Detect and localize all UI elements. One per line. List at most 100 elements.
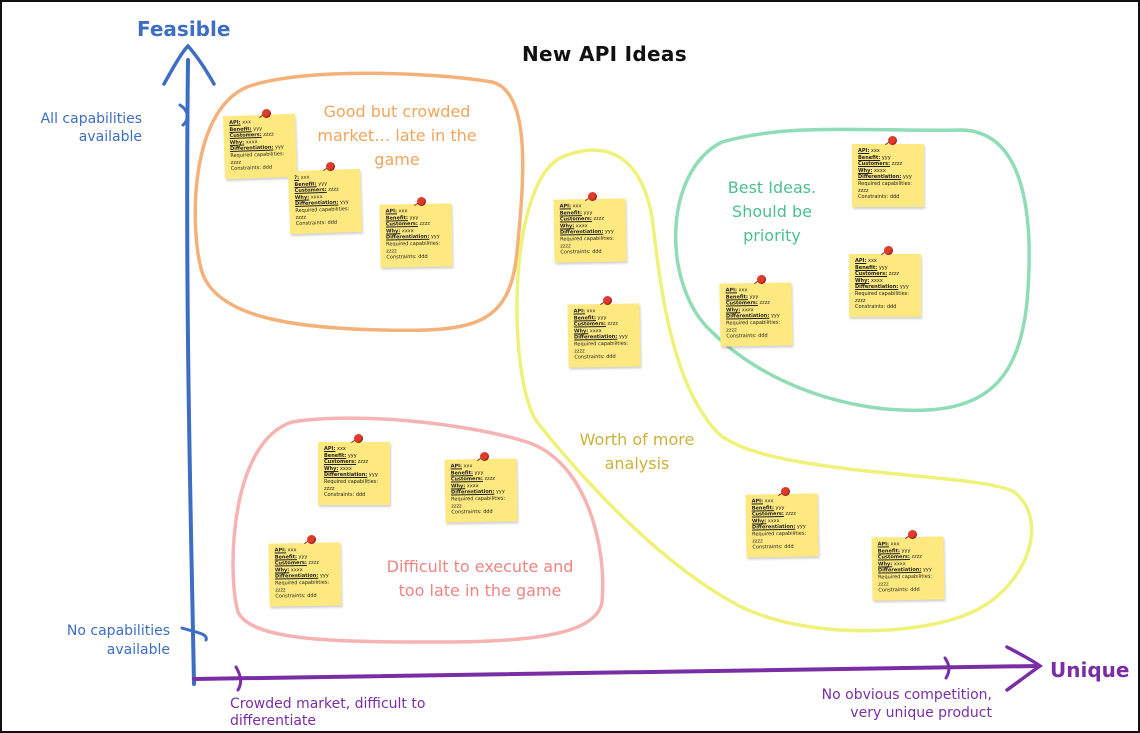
sticky-note[interactable]: API: xxx Benefit: yyy Customers: zzzz Wh… [318, 442, 390, 505]
note-value: zzzz [451, 502, 462, 510]
note-value: xxx [890, 541, 900, 548]
note-value: xxx [398, 208, 408, 215]
note-field-benefit: Benefit: [559, 209, 582, 217]
note-value: xxxx [767, 517, 780, 525]
unique-axis-tick-low [234, 665, 243, 692]
note-value: yyy [770, 312, 780, 320]
crowded-market-label: Crowded market, difficult to differentia… [230, 696, 426, 729]
note-field-why: Why: [855, 277, 870, 284]
note-value: yyy [775, 504, 785, 511]
note-field-api: API: [858, 148, 870, 154]
note-value: yyy [902, 174, 912, 181]
sticky-note[interactable]: API: xxx Benefit: yyy Customers: zzzz Wh… [852, 144, 924, 207]
note-value: yyy [474, 469, 484, 476]
unique-axis-tick-high [943, 656, 951, 680]
note-field-req: Required capabilities: [295, 206, 350, 215]
note-value: xxx [586, 308, 596, 315]
note-field-benefit: Benefit: [274, 553, 297, 561]
note-value: zzzz [230, 159, 242, 166]
note-value: xxx [764, 498, 774, 505]
note-value: yyy [597, 314, 607, 321]
sticky-note[interactable]: API: xxx Benefit: yyy Customers: zzzz Wh… [719, 282, 793, 347]
note-field-req: Required capabilities: [752, 530, 807, 538]
sticky-note[interactable]: API: xxx Benefit: yyy Customers: zzzz Wh… [444, 458, 518, 523]
note-value: yyy [583, 209, 593, 216]
note-value: yyy [495, 488, 505, 496]
note-field-constraints: Constraints: [230, 165, 262, 173]
note-field-customers: Customers: [751, 511, 784, 518]
note-value: ddd [606, 353, 616, 361]
note-value: ddd [307, 592, 317, 600]
sticky-note[interactable]: API: xxx Benefit: yyy Customers: zzzz Wh… [379, 203, 453, 268]
note-value: ddd [784, 543, 794, 551]
diagram-title: New API Ideas [522, 42, 687, 66]
note-value: ddd [262, 164, 273, 172]
note-value: xxxx [290, 566, 303, 574]
note-field-why: Why: [573, 328, 589, 335]
note-value: xxxx [589, 327, 602, 335]
note-field-constraints: Constraints: [752, 544, 783, 551]
sticky-note[interactable]: API: xxx Benefit: yyy Customers: zzzz Wh… [849, 254, 921, 317]
note-value: zzzz [308, 559, 320, 567]
note-field-constraints: Constraints: [726, 333, 757, 340]
note-field-req: Required capabilities: [386, 240, 441, 248]
note-field-diff: Differentiation: [858, 174, 902, 181]
note-field-why: Why: [294, 194, 310, 201]
sticky-note[interactable]: API: xxx Benefit: yyy Customers: zzzz Wh… [745, 493, 819, 558]
note-field-why: Why: [725, 307, 741, 314]
note-field-api: API: [725, 287, 738, 294]
note-field-why: Why: [385, 228, 401, 235]
note-field-why: Why: [229, 139, 245, 146]
note-value: xxxx [575, 222, 588, 230]
note-field-api: API: [573, 308, 586, 315]
note-value: xxx [287, 547, 297, 554]
note-value: yyy [347, 452, 357, 459]
note-field-req: Required capabilities: [855, 290, 909, 297]
feasible-axis-tick-low [180, 626, 208, 642]
note-value: zzzz [357, 459, 369, 466]
note-field-api: API: [559, 203, 572, 210]
note-value: ddd [355, 492, 366, 499]
note-value: ddd [910, 586, 920, 594]
note-value: zzzz [878, 580, 889, 588]
note-value: xxx [738, 287, 748, 294]
note-field-why: Why: [858, 167, 873, 174]
note-value: xxxx [741, 306, 754, 314]
note-value: yyy [368, 472, 378, 479]
note-value: yyy [604, 228, 614, 236]
note-value: yyy [796, 523, 806, 531]
pushpin-icon [884, 246, 893, 255]
note-field-constraints: Constraints: [275, 593, 306, 600]
note-field-benefit: Benefit: [324, 452, 347, 459]
note-value: xxxx [401, 227, 414, 235]
note-field-customers: Customers: [559, 216, 592, 223]
note-value: zzzz [295, 214, 307, 221]
pink-cluster-outline [231, 416, 605, 644]
sticky-note[interactable]: API: xxx Benefit: yyy Customers: zzzz Wh… [222, 113, 298, 179]
orange-cluster-outline [193, 71, 525, 333]
note-value: zzzz [726, 326, 737, 334]
sticky-note[interactable]: API: xxx Benefit: yyy Customers: zzzz Wh… [871, 536, 945, 601]
note-field-constraints: Constraints: [855, 304, 886, 311]
pushpin-icon [888, 136, 897, 145]
note-value: zzzz [888, 271, 900, 278]
unique-axis-arrowhead [1005, 645, 1043, 692]
sticky-note[interactable]: API: xxx Benefit: yyy Customers: zzzz Wh… [268, 542, 342, 607]
sticky-note[interactable]: API: xxx Benefit: yyy Customers: zzzz Wh… [553, 198, 627, 263]
note-field-constraints: Constraints: [324, 492, 355, 499]
note-field-api: API: [324, 446, 336, 452]
note-value: zzzz [911, 553, 923, 561]
note-value: zzzz [607, 320, 619, 328]
sticky-note[interactable]: ?: xxx Benefit: yyy Customers: zzzz Why:… [287, 168, 363, 234]
note-value: yyy [318, 180, 328, 187]
note-value: xxxx [245, 138, 258, 146]
note-value: zzzz [484, 475, 496, 483]
note-field-req: Required capabilities: [275, 579, 330, 587]
note-field-benefit: Benefit: [858, 154, 881, 161]
sticky-note[interactable]: API: xxx Benefit: yyy Customers: zzzz Wh… [567, 303, 641, 368]
note-value: xxx [868, 258, 877, 264]
note-value: yyy [274, 144, 284, 151]
note-value: yyy [901, 547, 911, 554]
yellow-cluster-outline [515, 148, 1034, 633]
note-field-req: Required capabilities: [574, 340, 629, 348]
